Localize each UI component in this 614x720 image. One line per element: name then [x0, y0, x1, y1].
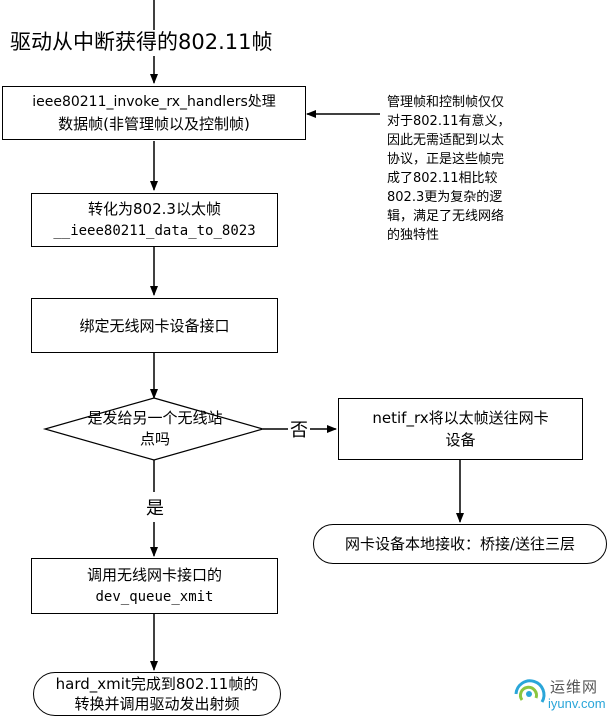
node-convert-to-8023: 转化为802.3以太帧 __ieee80211_data_to_8023 [31, 193, 278, 247]
side-note: 管理帧和控制帧仅仅 对于802.11有意义， 因此无需适配到以太 协议，正是这些… [387, 93, 557, 245]
node-devqueue-line2: dev_queue_xmit [95, 589, 214, 605]
note-line: 成了802.11相比较 [387, 171, 498, 186]
node-invoke-rx-handlers: ieee80211_invoke_rx_handlers处理 数据帧(非管理帧以… [2, 86, 306, 140]
watermark-logo-icon [514, 679, 546, 703]
node-netif-line1: netif_rx将以太帧送往网卡 [372, 409, 549, 427]
note-line: 802.3更为复杂的逻 [387, 190, 503, 205]
node-convert-line1: 转化为802.3以太帧 [88, 200, 221, 218]
node-invoke-line2: 数据帧(非管理帧以及控制帧) [58, 115, 250, 133]
watermark-text: 运维网 [550, 678, 599, 696]
node-dev-queue-xmit: 调用无线网卡接口的 dev_queue_xmit [31, 558, 278, 614]
note-line: 因此无需适配到以太 [387, 133, 505, 148]
node-netif-rx: netif_rx将以太帧送往网卡 设备 [338, 398, 583, 460]
note-line: 协议，正是这些帧完 [387, 152, 505, 167]
node-decision-text: 是发给另一个无线站 点吗 [60, 408, 250, 450]
node-devqueue-line1: 调用无线网卡接口的 [86, 566, 222, 584]
watermark-url: iyunv.com [548, 696, 606, 711]
node-convert-line2: __ieee80211_data_to_8023 [53, 223, 256, 239]
note-line: 的独特性 [387, 228, 440, 243]
node-hardxmit-line1: hard_xmit完成到802.11帧的 [55, 675, 259, 693]
note-line: 管理帧和控制帧仅仅 [387, 95, 505, 110]
node-hard-xmit: hard_xmit完成到802.11帧的 转换并调用驱动发出射频 [33, 672, 281, 716]
note-line: 辑，满足了无线网络 [387, 209, 505, 224]
note-line: 对于802.11有意义， [387, 114, 511, 129]
node-invoke-line1: ieee80211_invoke_rx_handlers处理 [32, 94, 276, 110]
node-decision-line1: 是发给另一个无线站 [87, 409, 223, 427]
label-no: 否 [288, 416, 310, 442]
node-local-line1: 网卡设备本地接收：桥接/送往三层 [344, 535, 576, 553]
flow-title: 驱动从中断获得的802.11帧 [10, 30, 273, 54]
node-bind-line1: 绑定无线网卡设备接口 [79, 316, 230, 335]
label-yes: 是 [146, 492, 164, 522]
node-hardxmit-line2: 转换并调用驱动发出射频 [74, 695, 240, 713]
node-netif-line2: 设备 [445, 431, 476, 449]
node-bind-interface: 绑定无线网卡设备接口 [31, 298, 278, 353]
node-decision-line2: 点吗 [139, 430, 170, 448]
node-local-receive: 网卡设备本地接收：桥接/送往三层 [313, 524, 607, 564]
watermark: 运维网 iyunv.com [512, 672, 612, 718]
